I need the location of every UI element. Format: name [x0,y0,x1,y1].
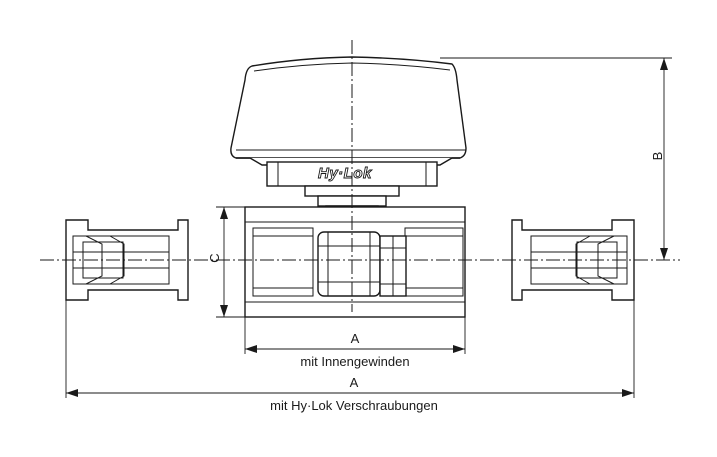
dimension-a-inner: A mit Innengewinden [244,317,466,369]
dimension-c: C [207,206,245,318]
dimension-b-label: B [650,152,665,161]
fitting-caption: mit Hy·Lok Verschraubungen [270,398,438,413]
dimension-a-inner-label: A [351,331,360,346]
valve-handle: Hy·Lok [230,56,467,187]
dimension-a-fitting: A mit Hy·Lok Verschraubungen [65,300,635,413]
valve-body [244,206,466,318]
center-lines [40,40,680,312]
dimension-a-fitting-label: A [350,375,359,390]
brand-logo-text: Hy·Lok [318,165,372,182]
dimension-c-label: C [207,253,222,262]
inner-thread-caption: mit Innengewinden [300,354,409,369]
dimension-b: B [440,57,672,260]
